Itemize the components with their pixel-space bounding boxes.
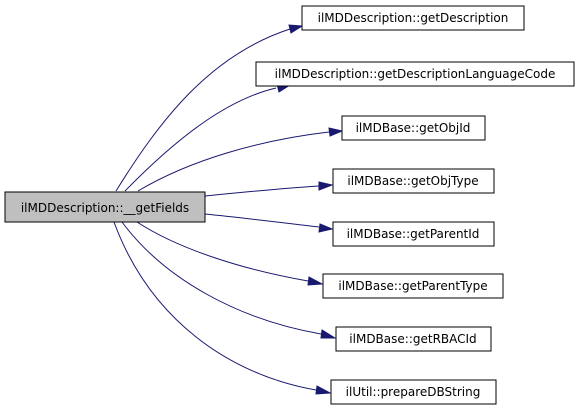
node-getobjid[interactable]: ilMDBase::getObjId <box>341 115 486 141</box>
node-getobjid-label: ilMDBase::getObjId <box>356 121 471 135</box>
edge-to-getdescriptionlanguagecode <box>124 87 277 192</box>
edge-to-getobjtype <box>204 185 320 197</box>
edge-to-getdescription <box>115 28 291 192</box>
node-getparenttype[interactable]: ilMDBase::getParentType <box>322 273 504 299</box>
node-getdescriptionlanguagecode-label: ilMDDescription::getDescriptionLanguageC… <box>275 67 556 81</box>
node-source-label: ilMDDescription::__getFields <box>21 201 189 215</box>
arrowhead-getparenttype <box>307 276 324 286</box>
node-getdescription-label: ilMDDescription::getDescription <box>318 11 509 25</box>
edge-to-preparedbstring <box>113 221 317 391</box>
arrowhead-getobjtype <box>318 181 334 191</box>
arrowhead-preparedbstring <box>315 385 332 395</box>
node-getrbacid-label: ilMDBase::getRBACId <box>349 332 476 346</box>
edge-to-getrbacid <box>121 221 322 335</box>
node-getparentid[interactable]: ilMDBase::getParentId <box>332 221 495 247</box>
node-getobjtype-label: ilMDBase::getObjType <box>347 174 478 188</box>
arrowhead-getrbacid <box>320 329 337 339</box>
edge-to-getparenttype <box>136 221 309 282</box>
edge-to-getobjid <box>137 131 330 192</box>
node-getparenttype-label: ilMDBase::getParentType <box>338 279 487 293</box>
edge-to-getparentid <box>204 213 320 228</box>
arrowhead-getobjid <box>328 127 344 137</box>
node-getrbacid[interactable]: ilMDBase::getRBACId <box>335 326 492 352</box>
arrowhead-getparentid <box>318 223 334 233</box>
node-source[interactable]: ilMDDescription::__getFields <box>4 191 206 223</box>
node-getdescriptionlanguagecode[interactable]: ilMDDescription::getDescriptionLanguageC… <box>255 61 575 87</box>
node-getparentid-label: ilMDBase::getParentId <box>347 227 480 241</box>
arrowhead-getdescription <box>288 24 304 34</box>
node-preparedbstring-label: ilUtil::prepareDBString <box>346 385 481 399</box>
node-getobjtype[interactable]: ilMDBase::getObjType <box>332 168 495 194</box>
node-preparedbstring[interactable]: ilUtil::prepareDBString <box>330 379 497 405</box>
node-getdescription[interactable]: ilMDDescription::getDescription <box>301 5 525 31</box>
